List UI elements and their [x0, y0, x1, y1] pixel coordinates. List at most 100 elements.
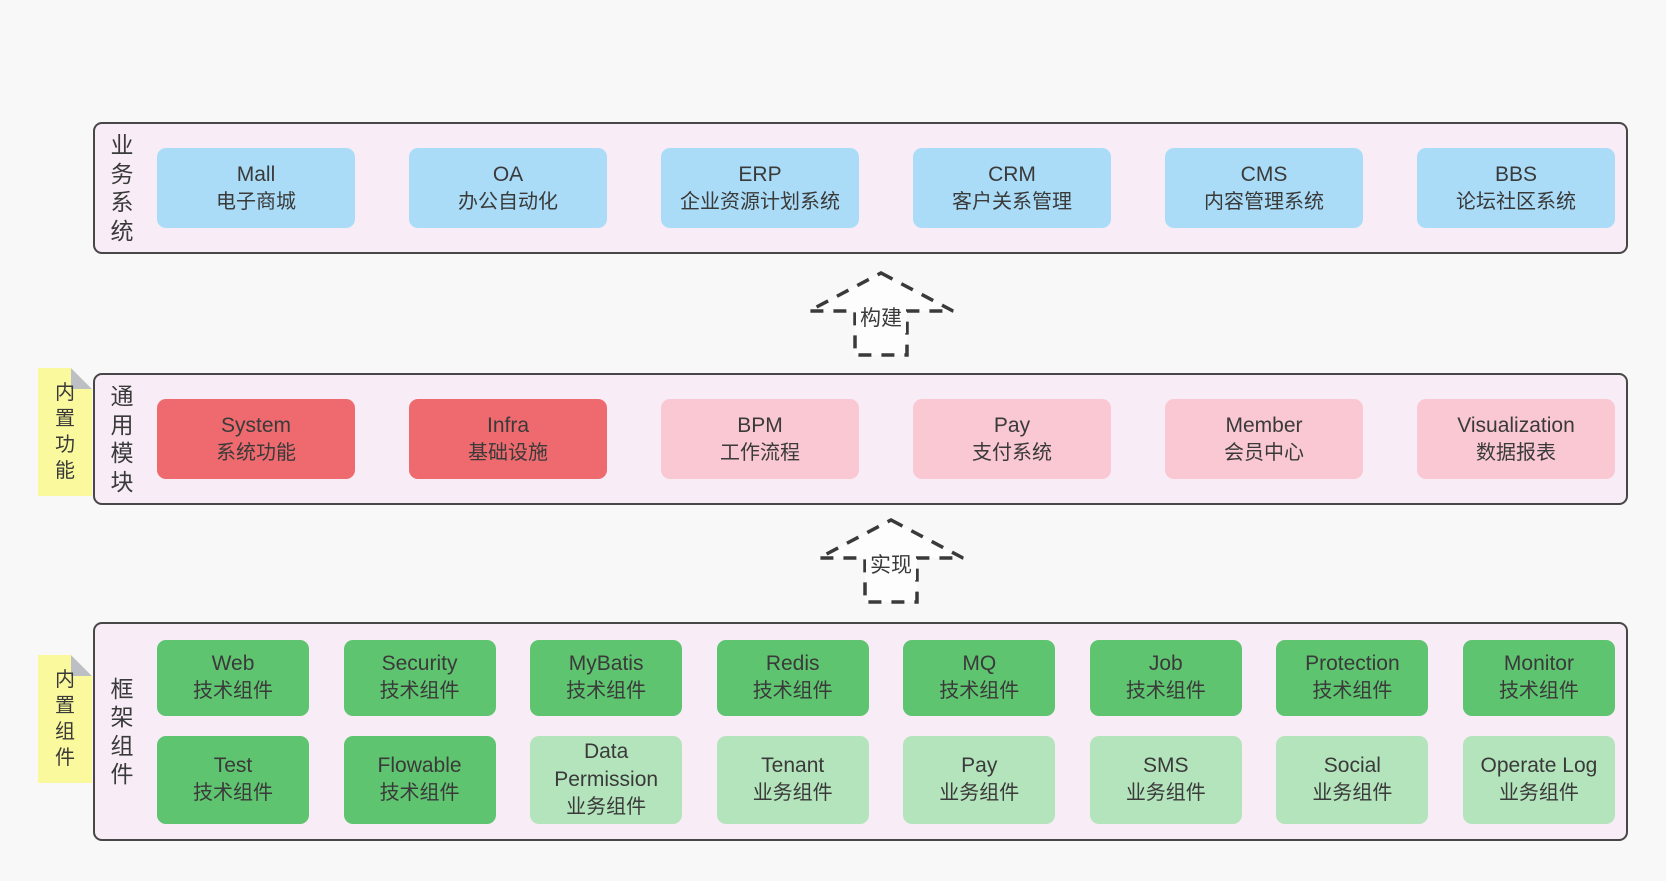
box-flowable: Flowable 技术组件	[343, 735, 496, 824]
box-cms: CMS 内容管理系统	[1165, 148, 1363, 228]
box-test: Test 技术组件	[157, 735, 309, 824]
box-title: Mall	[236, 162, 276, 186]
box-title: MyBatis	[568, 652, 644, 676]
common-modules-layer: 通用模块 System 系统功能 Infra 基础设施 BPM 工作流程 Pay…	[93, 373, 1628, 505]
box-subtitle: 企业资源计划系统	[680, 190, 840, 213]
box-subtitle: 业务组件	[1312, 782, 1393, 805]
box-title: Web	[211, 652, 255, 676]
box-title: Visualization	[1457, 413, 1575, 437]
box-subtitle: 业务组件	[1125, 782, 1206, 805]
box-web: Web 技术组件	[157, 639, 309, 716]
box-title: OA	[492, 162, 524, 186]
box-infra: Infra 基础设施	[409, 399, 607, 479]
box-title: BBS	[1494, 162, 1538, 186]
box-monitor: Monitor 技术组件	[1462, 639, 1615, 716]
box-title: Redis	[765, 652, 820, 676]
box-subtitle: 技术组件	[1125, 680, 1206, 703]
implement-arrow-label: 实现	[866, 548, 916, 580]
note-text: 内置功能	[55, 382, 75, 482]
box-pay: Pay 支付系统	[913, 399, 1111, 479]
box-job: Job 技术组件	[1089, 639, 1242, 716]
box-erp: ERP 企业资源计划系统	[661, 148, 859, 228]
box-title: System	[220, 413, 291, 437]
components-row-2: Test 技术组件 Flowable 技术组件 Data Permission …	[157, 735, 1615, 824]
box-title: Flowable	[377, 754, 462, 778]
box-title: Security	[381, 652, 458, 676]
box-title: MQ	[962, 652, 997, 676]
box-subtitle: 业务组件	[752, 782, 833, 805]
box-subtitle: 电子商城	[216, 190, 296, 213]
box-redis: Redis 技术组件	[716, 639, 869, 716]
box-subtitle: 工作流程	[720, 441, 800, 464]
build-arrow: 构建	[806, 270, 956, 358]
box-title: Tenant	[761, 754, 825, 778]
box-security: Security 技术组件	[343, 639, 496, 716]
box-title: Pay	[961, 754, 998, 778]
component-boxes: Web 技术组件 Security 技术组件 MyBatis 技术组件 Redi…	[157, 624, 1615, 839]
box-subtitle: 技术组件	[939, 680, 1020, 703]
box-oa: OA 办公自动化	[409, 148, 607, 228]
box-title: Test	[213, 754, 253, 778]
box-social: Social 业务组件	[1276, 735, 1429, 824]
box-crm: CRM 客户关系管理	[913, 148, 1111, 228]
box-protection: Protection 技术组件	[1276, 639, 1429, 716]
box-title: Data Permission	[554, 740, 659, 792]
box-title: Operate Log	[1480, 754, 1598, 778]
box-subtitle: 技术组件	[752, 680, 833, 703]
build-arrow-label: 构建	[856, 301, 906, 333]
business-boxes: Mall 电子商城 OA 办公自动化 ERP 企业资源计划系统 CRM 客户关系…	[157, 124, 1615, 252]
box-pay-biz: Pay 业务组件	[903, 735, 1056, 824]
box-subtitle: 技术组件	[1312, 680, 1393, 703]
box-subtitle: 数据报表	[1476, 441, 1556, 464]
implement-arrow: 实现	[816, 517, 966, 605]
box-mq: MQ 技术组件	[903, 639, 1056, 716]
box-mall: Mall 电子商城	[157, 148, 355, 228]
box-title: ERP	[738, 162, 782, 186]
box-title: Social	[1323, 754, 1381, 778]
box-subtitle: 技术组件	[1498, 680, 1579, 703]
box-subtitle: 论坛社区系统	[1456, 190, 1576, 213]
layer-label-components: 框架组件	[110, 675, 134, 788]
box-subtitle: 客户关系管理	[952, 190, 1072, 213]
box-title: CMS	[1240, 162, 1288, 186]
box-subtitle: 内容管理系统	[1204, 190, 1324, 213]
box-subtitle: 技术组件	[379, 782, 460, 805]
box-data-permission: Data Permission 业务组件	[530, 735, 683, 824]
box-subtitle: 业务组件	[1498, 782, 1579, 805]
layer-label-modules: 通用模块	[110, 382, 134, 495]
box-mybatis: MyBatis 技术组件	[530, 639, 683, 716]
box-title: Member	[1225, 413, 1303, 437]
box-subtitle: 业务组件	[566, 796, 647, 819]
box-tenant: Tenant 业务组件	[716, 735, 869, 824]
box-subtitle: 基础设施	[468, 441, 548, 464]
business-row: Mall 电子商城 OA 办公自动化 ERP 企业资源计划系统 CRM 客户关系…	[157, 148, 1615, 228]
box-subtitle: 技术组件	[566, 680, 647, 703]
business-systems-layer: 业务系统 Mall 电子商城 OA 办公自动化 ERP 企业资源计划系统 CRM…	[93, 122, 1628, 254]
box-bpm: BPM 工作流程	[661, 399, 859, 479]
box-system: System 系统功能	[157, 399, 355, 479]
framework-components-layer: 框架组件 Web 技术组件 Security 技术组件 MyBatis 技术组件…	[93, 622, 1628, 841]
note-text: 内置组件	[55, 669, 75, 769]
box-title: Protection	[1305, 652, 1400, 676]
sticky-note-built-in-features: 内置功能	[38, 368, 92, 496]
box-subtitle: 会员中心	[1224, 441, 1304, 464]
box-subtitle: 业务组件	[939, 782, 1020, 805]
box-visualization: Visualization 数据报表	[1417, 399, 1615, 479]
box-title: CRM	[988, 162, 1036, 186]
modules-row: System 系统功能 Infra 基础设施 BPM 工作流程 Pay 支付系统…	[157, 399, 1615, 479]
box-bbs: BBS 论坛社区系统	[1417, 148, 1615, 228]
box-subtitle: 技术组件	[193, 782, 273, 805]
box-title: Pay	[993, 413, 1031, 437]
module-boxes: System 系统功能 Infra 基础设施 BPM 工作流程 Pay 支付系统…	[157, 375, 1615, 503]
box-subtitle: 支付系统	[972, 441, 1052, 464]
box-member: Member 会员中心	[1165, 399, 1363, 479]
box-subtitle: 系统功能	[216, 441, 296, 464]
layer-label-business: 业务系统	[110, 131, 134, 244]
components-row-1: Web 技术组件 Security 技术组件 MyBatis 技术组件 Redi…	[157, 639, 1615, 716]
box-subtitle: 办公自动化	[458, 190, 558, 213]
box-title: BPM	[737, 413, 783, 437]
box-title: Infra	[486, 413, 530, 437]
box-title: Monitor	[1503, 652, 1574, 676]
sticky-note-built-in-components: 内置组件	[38, 655, 92, 783]
